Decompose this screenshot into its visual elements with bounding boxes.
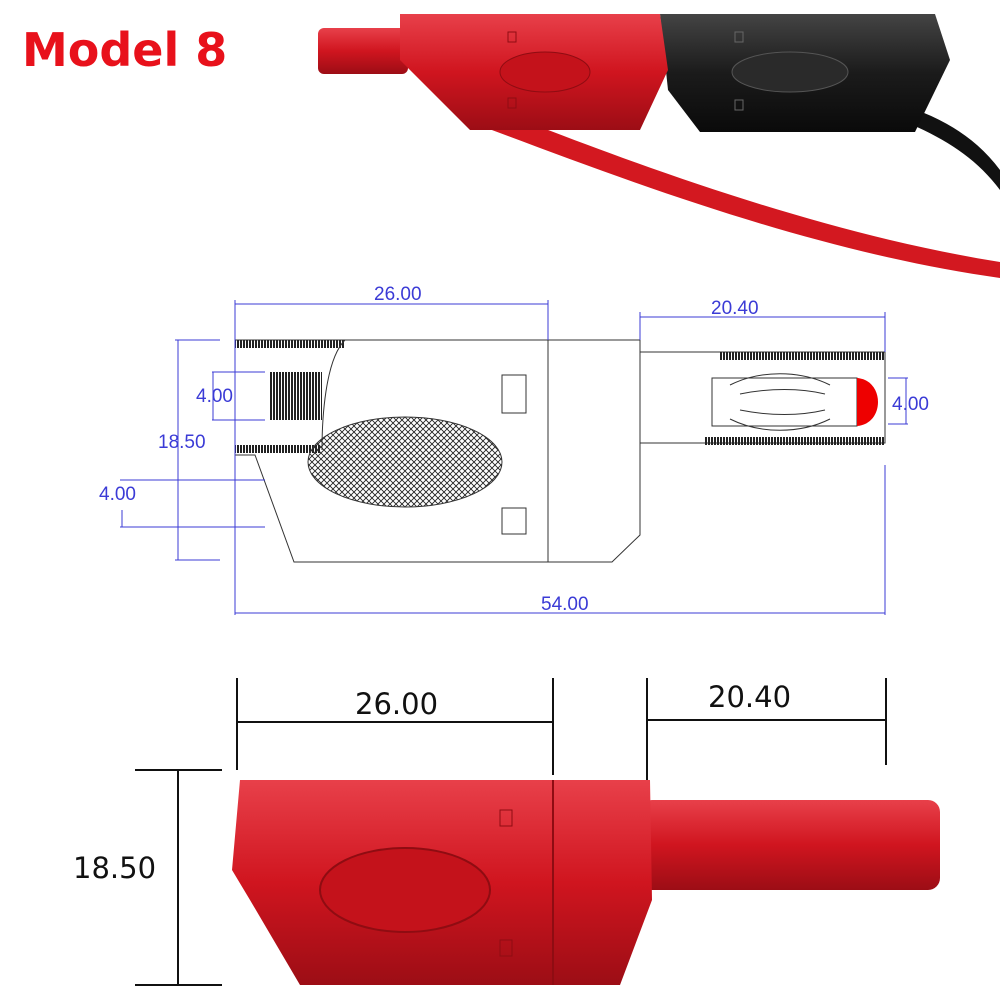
pin-tip bbox=[857, 378, 878, 426]
red-pin bbox=[318, 28, 408, 74]
red-cable bbox=[465, 100, 1000, 278]
dim-body-length: 26.00 bbox=[374, 284, 422, 305]
photo-dim-height: 18.50 bbox=[73, 851, 156, 885]
red-plug bbox=[318, 14, 668, 130]
plug-pair-photo bbox=[318, 14, 1000, 278]
dim-offset: 4.00 bbox=[99, 484, 136, 505]
technical-drawing: 26.00 20.40 54.00 18.50 4.00 4.00 4.00 bbox=[99, 284, 929, 615]
photo-dim-body-length: 26.00 bbox=[355, 687, 438, 721]
dim-socket-diameter: 4.00 bbox=[196, 386, 233, 407]
dim-pin-diameter: 4.00 bbox=[892, 394, 929, 415]
red-pin bbox=[640, 800, 940, 890]
dim-total-length: 54.00 bbox=[541, 594, 589, 615]
photo-dim-pin-length: 20.40 bbox=[708, 680, 791, 714]
model-title: Model 8 bbox=[22, 23, 227, 77]
black-plug bbox=[660, 14, 950, 132]
red-plug-dimensioned: 26.00 20.40 18.50 bbox=[73, 678, 940, 986]
dim-height: 18.50 bbox=[158, 432, 206, 453]
dim-pin-length: 20.40 bbox=[711, 298, 759, 319]
